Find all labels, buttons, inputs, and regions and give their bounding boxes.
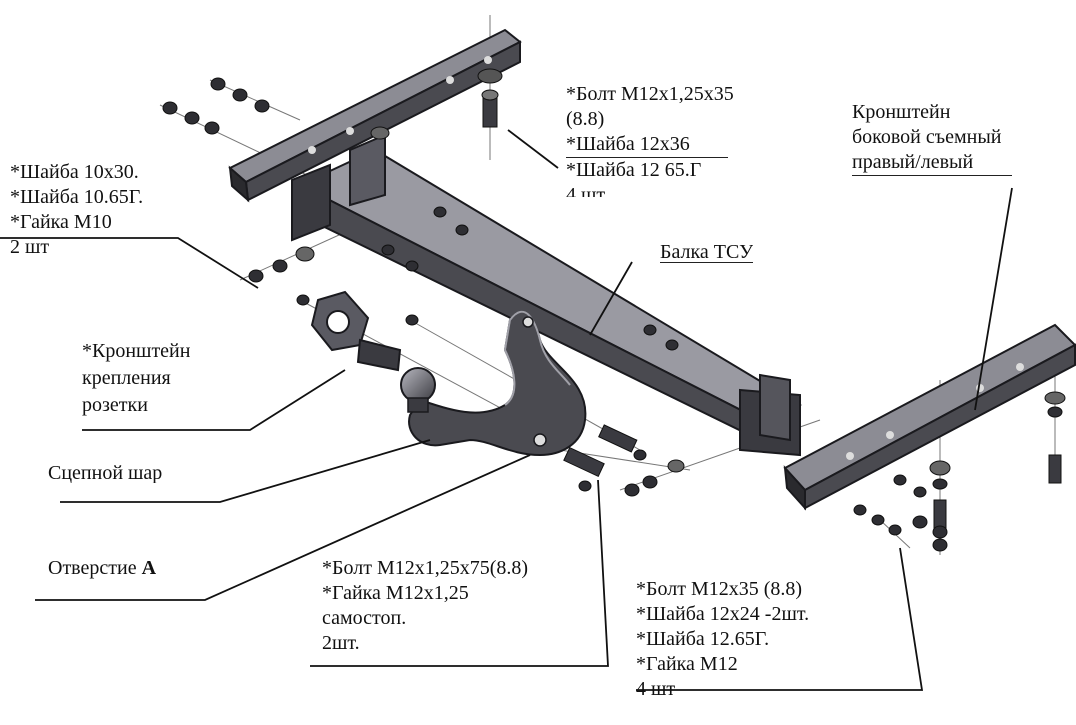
tow-ball [400, 367, 436, 413]
fasteners [162, 68, 1066, 552]
side-bracket-bottom-right [783, 323, 1076, 511]
label-mid-bolt: *Болт М12х1,25х75(8.8) *Гайка М12х1,25 с… [322, 557, 529, 654]
label-left-washers: *Шайба 10х30. *Шайба 10.65Г. *Гайка М10 … [10, 161, 144, 258]
label-top-bolt: *Болт М12х1,25х35 (8.8) *Шайба 12х36 *Ша… [566, 83, 734, 197]
label-side-bracket: Кронштейн боковой съемный правый/левый [852, 100, 1012, 176]
label-towball: Сцепной шар [48, 462, 163, 483]
towbar-beam [291, 133, 802, 457]
tow-ball-neck [408, 310, 587, 457]
label-socket-bracket: *Кронштейн крепления розетки [82, 340, 191, 416]
label-bottom-bolt: *Болт М12х35 (8.8) *Шайба 12х24 -2шт. *Ш… [636, 578, 810, 700]
side-bracket-top-left [228, 28, 522, 203]
socket-bracket [310, 290, 402, 372]
label-beam: Балка ТСУ [660, 241, 754, 263]
label-hole-a: Отверстие А [48, 557, 157, 579]
leader-lines [0, 129, 1013, 691]
